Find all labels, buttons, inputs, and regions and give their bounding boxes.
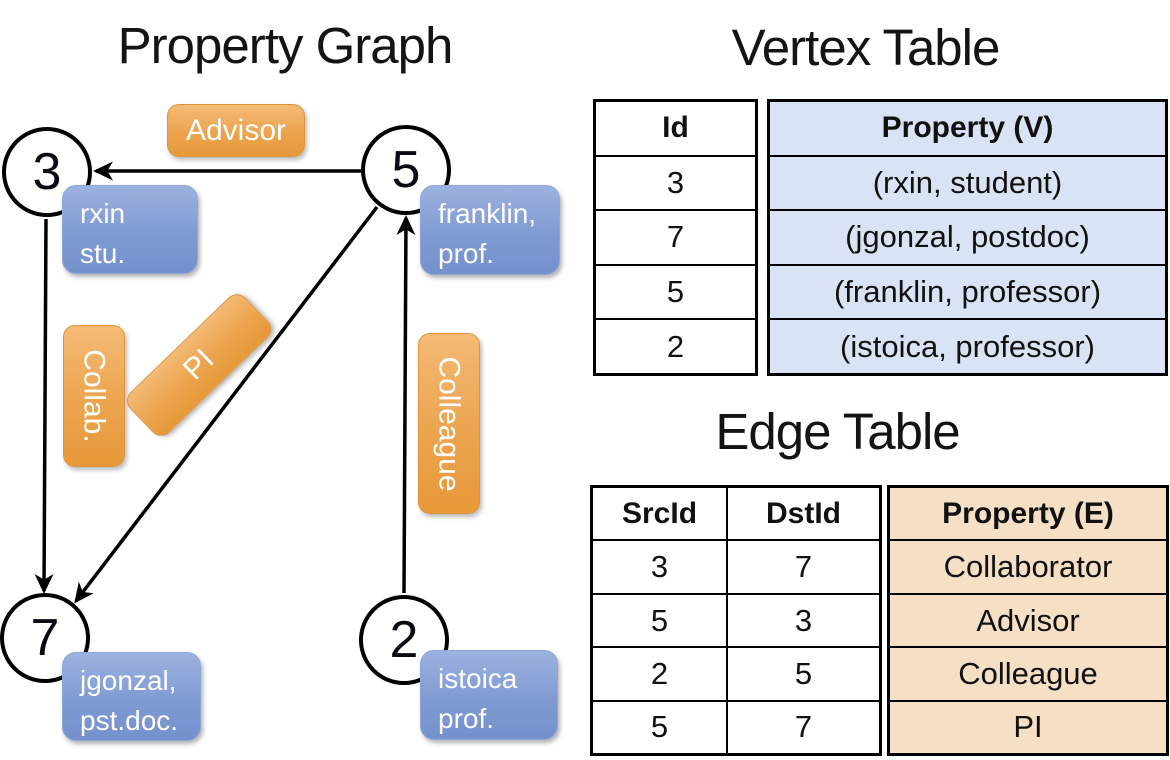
- vertex-prop-rxin-line1: rxin: [80, 198, 126, 229]
- edge-table-header-dstid: DstId: [726, 488, 879, 540]
- vertex-table-header-property: Property (V): [881, 111, 1054, 145]
- node-5-id: 5: [391, 141, 421, 199]
- node-3-id: 3: [32, 143, 62, 201]
- edge-label-pi-text: PI: [176, 342, 221, 387]
- edge-table-title: Edge Table: [715, 403, 960, 460]
- edge-table-header-row: SrcId DstId: [593, 488, 879, 540]
- vertex-table-id-cell: 5: [596, 263, 755, 319]
- edge-table-srcid-cell: 3: [650, 549, 669, 585]
- property-graph-title: Property Graph: [117, 17, 454, 74]
- edge-label-colleague-text: Colleague: [433, 355, 467, 492]
- vertex-prop-jgonzal-line2: pst.doc.: [80, 704, 179, 736]
- vertex-table-property-cell: (rxin, student): [770, 154, 1165, 210]
- edge-table-srcid-cell: 2: [650, 655, 669, 691]
- edge-label-colleague: Colleague: [418, 333, 480, 514]
- edge-label-collab: Collab.: [63, 325, 125, 467]
- vertex-table-property-cell: (jgonzal, postdoc): [770, 209, 1165, 264]
- vertex-table-header-id: Id: [662, 111, 689, 145]
- vertex-prop-istoica-line1: istoica: [438, 663, 518, 694]
- edge-table-srcid-cell: 5: [650, 709, 669, 745]
- vertex-prop-rxin: rxin stu.: [62, 185, 198, 274]
- vertex-table-id-cell: 2: [596, 318, 755, 373]
- edge-collab-3-to-7: [34, 218, 54, 594]
- edge-table-id-row: 5 7: [593, 699, 879, 754]
- vertex-prop-istoica: istoica prof.: [420, 650, 558, 740]
- edge-table-header-srcid: SrcId: [621, 496, 698, 530]
- vertex-table-id-cell: 3: [596, 154, 755, 210]
- edge-label-advisor-text: Advisor: [185, 113, 287, 147]
- edge-label-pi: PI: [122, 289, 276, 441]
- vertex-table-id-column: Id 3 7 5 2: [593, 99, 758, 376]
- vertex-table-property-cell: (istoica, professor): [770, 318, 1165, 373]
- edge-table-dstid-cell: 5: [726, 648, 879, 700]
- edge-table-header-property: Property (E): [942, 496, 1114, 530]
- edge-table-id-row: 2 5: [593, 646, 879, 700]
- vertex-prop-jgonzal-line1: jgonzal,: [80, 665, 177, 696]
- vertex-prop-jgonzal: jgonzal, pst.doc.: [62, 652, 201, 741]
- vertex-prop-franklin: franklin, prof.: [420, 185, 560, 275]
- edge-table-dstid-cell: 7: [726, 541, 879, 593]
- edge-table-property-cell: Advisor: [890, 592, 1166, 646]
- edge-table-src-dst-columns: SrcId DstId 3 7 5 3 2 5 5 7: [590, 485, 882, 756]
- edge-table-property-column: Property (E) Collaborator Advisor Collea…: [887, 485, 1169, 756]
- edge-label-advisor: Advisor: [167, 104, 305, 157]
- vertex-prop-rxin-line2: stu.: [80, 237, 126, 269]
- edge-colleague-2-to-5: [396, 215, 416, 594]
- vertex-prop-istoica-line2: prof.: [438, 702, 495, 734]
- vertex-prop-franklin-line1: franklin,: [438, 198, 537, 229]
- vertex-table-id-cell: 7: [596, 209, 755, 264]
- edge-label-collab-text: Collab.: [78, 349, 112, 443]
- graph-node-3: 3: [2, 127, 92, 217]
- edge-table-property-cell: PI: [890, 699, 1166, 753]
- edge-table-property-cell: Collaborator: [890, 539, 1166, 592]
- graph-node-5: 5: [361, 125, 451, 215]
- edge-table-dstid-cell: 3: [726, 594, 879, 647]
- edge-table-id-row: 3 7: [593, 539, 879, 593]
- edge-table-srcid-cell: 5: [650, 602, 669, 638]
- vertex-table-title: Vertex Table: [731, 19, 1001, 76]
- vertex-prop-franklin-line2: prof.: [438, 237, 495, 269]
- edge-table-id-row: 5 3: [593, 592, 879, 647]
- edge-table-dstid-cell: 7: [726, 701, 879, 754]
- edge-table-property-cell: Colleague: [890, 646, 1166, 699]
- vertex-table-property-column: Property (V) (rxin, student) (jgonzal, p…: [767, 99, 1168, 376]
- vertex-table-property-cell: (franklin, professor): [770, 263, 1165, 319]
- node-2-id: 2: [389, 611, 419, 669]
- node-7-id: 7: [30, 609, 60, 667]
